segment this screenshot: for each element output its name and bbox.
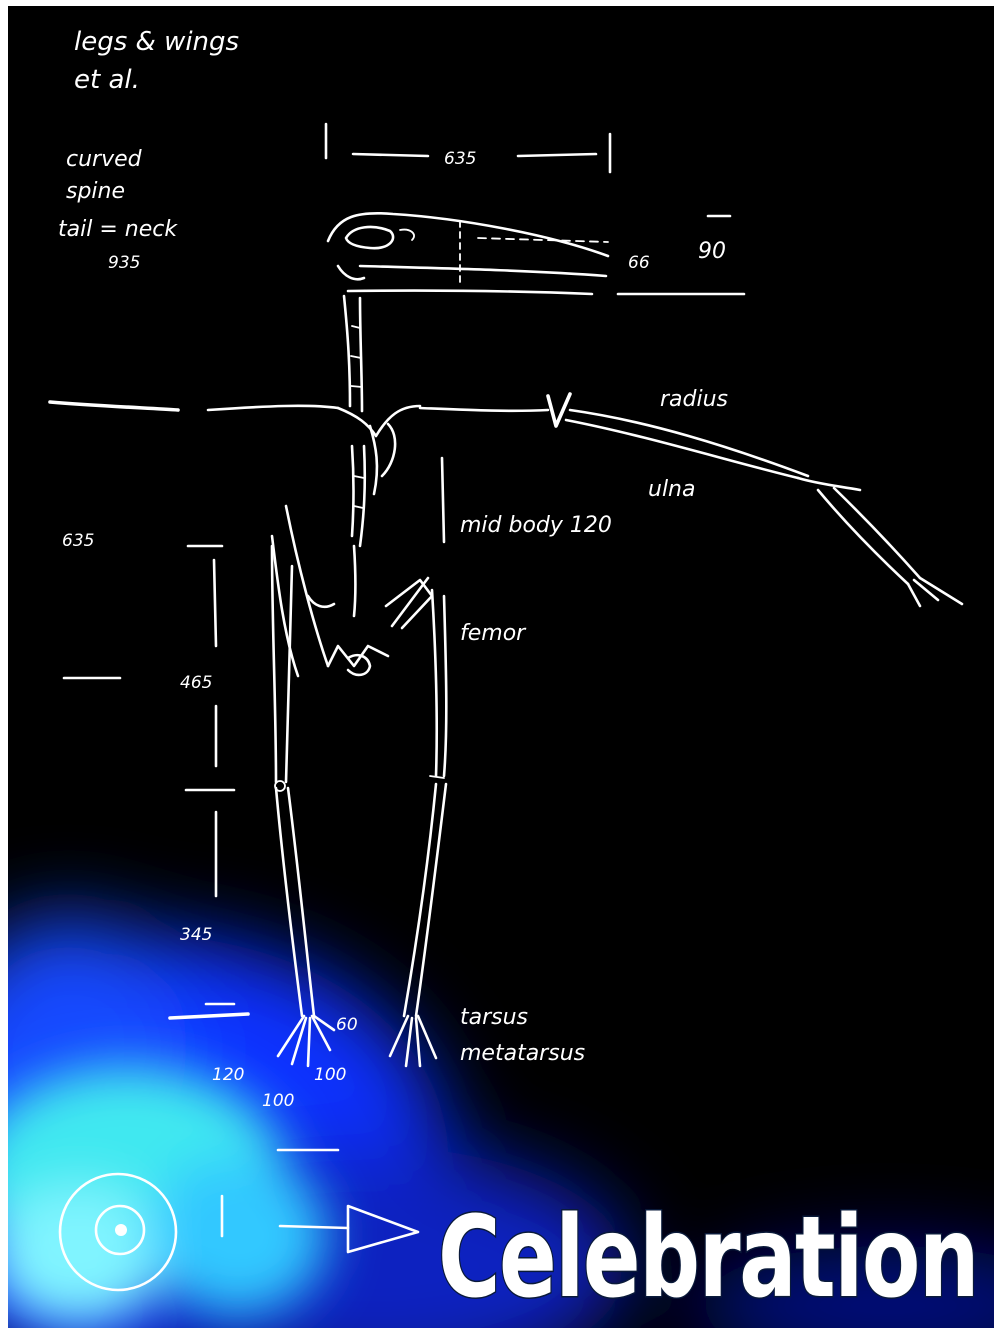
- note-header-line2: et al.: [74, 65, 140, 95]
- note-tibia-length: 345: [180, 925, 212, 945]
- mid-body-marker: [442, 458, 444, 542]
- note-metatarsus: metatarsus: [460, 1041, 585, 1066]
- note-curved: curved: [66, 147, 143, 172]
- leg-dimension-markers: [64, 546, 338, 1150]
- celebration-title: Celebration: [438, 1193, 978, 1323]
- note-toe-a: 120: [212, 1065, 244, 1085]
- skull-sketch: [328, 213, 744, 294]
- note-skull-depth-small: 66: [628, 253, 650, 273]
- note-mid-body: mid body 120: [460, 513, 612, 538]
- note-tarsus: tarsus: [460, 1005, 528, 1030]
- note-femor: femor: [460, 621, 527, 646]
- note-ulna: ulna: [648, 477, 695, 502]
- note-tail-neck: tail = neck: [58, 217, 178, 242]
- note-skull-depth: 90: [698, 239, 726, 264]
- note-toe-c: 100: [262, 1091, 294, 1111]
- note-radius: radius: [660, 387, 728, 412]
- note-header-line1: legs & wings: [74, 27, 239, 57]
- neck-spine-sketch: [344, 296, 365, 616]
- note-tail-length: 935: [108, 253, 140, 273]
- note-spine: spine: [66, 179, 125, 204]
- note-torso-height: 635: [62, 531, 94, 551]
- arrow-icon: [280, 1206, 418, 1252]
- note-skull-length: 635: [444, 149, 476, 169]
- wing-sketch: [50, 394, 962, 606]
- target-icon: [60, 1174, 176, 1290]
- note-toe-b: 100: [314, 1065, 346, 1085]
- sketch-frame: legs & wings et al. curved spine tail = …: [8, 6, 994, 1328]
- note-toe-d: 60: [336, 1015, 358, 1035]
- note-femor-length: 465: [180, 673, 212, 693]
- legs-sketch: [272, 546, 446, 1016]
